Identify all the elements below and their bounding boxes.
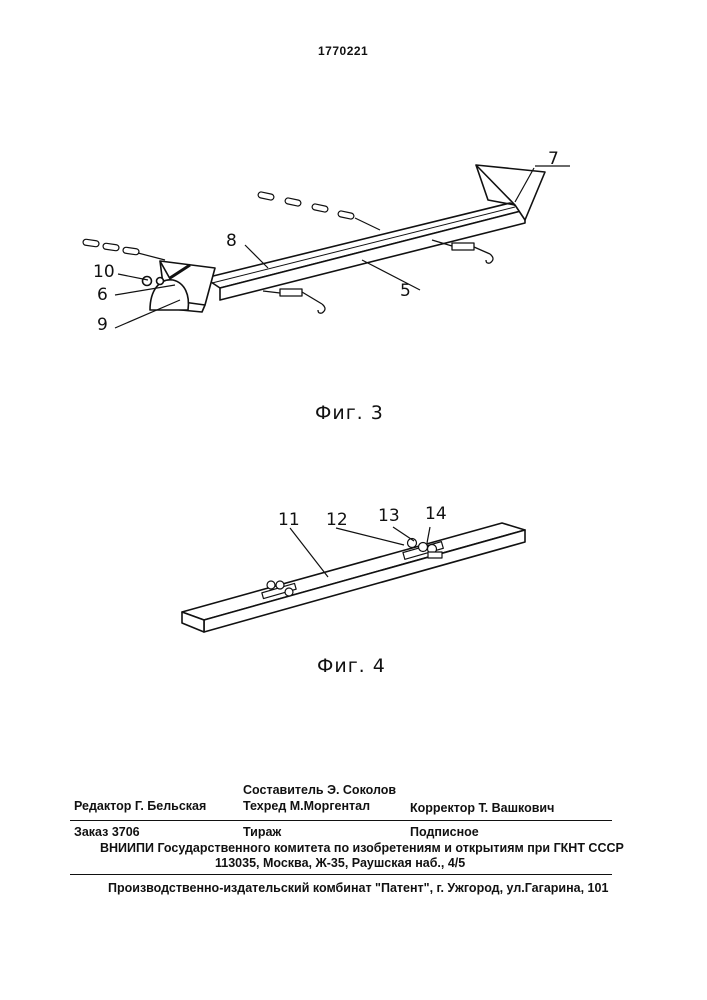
- label-11: 11: [278, 510, 300, 530]
- label-13: 13: [378, 506, 400, 526]
- pin-10-head: [143, 277, 152, 286]
- figure-4-caption: Фиг. 4: [317, 655, 386, 677]
- subscription-label: Подписное: [410, 825, 479, 839]
- publisher-line: Производственно-издательский комбинат "П…: [108, 881, 608, 895]
- figure-3-caption: Фиг. 3: [315, 402, 384, 424]
- order-number: Заказ 3706: [74, 825, 140, 839]
- beam-top-face: [205, 203, 525, 288]
- compiler-line: Составитель Э. Соколов: [243, 783, 396, 797]
- figure-4-drawing: 11 12 13 14: [0, 495, 707, 645]
- imprint-divider-top: [70, 820, 612, 821]
- circulation-label: Тираж: [243, 825, 281, 839]
- beam-front-face: [220, 210, 525, 300]
- proofreader-line: Корректор Т. Вашкович: [410, 801, 554, 815]
- spring-hook-1: [263, 289, 325, 313]
- institute-line: ВНИИПИ Государственного комитета по изоб…: [100, 841, 624, 855]
- label-5: 5: [400, 281, 411, 301]
- label-6: 6: [97, 285, 108, 305]
- label-10: 10: [93, 262, 115, 282]
- imprint-divider-bottom: [70, 874, 612, 875]
- label-9: 9: [97, 315, 108, 335]
- address-line: 113035, Москва, Ж-35, Раушская наб., 4/5: [215, 856, 465, 870]
- bar-front-face: [204, 530, 525, 632]
- tech-editor-line: Техред М.Моргентал: [243, 799, 370, 813]
- chain-left: [83, 239, 165, 260]
- bar-top-face: [182, 523, 525, 620]
- editor-line: Редактор Г. Бельская: [74, 799, 206, 813]
- chain-right: [258, 191, 380, 230]
- label-8: 8: [226, 231, 237, 251]
- figure-3-drawing: 7 8 10 6 9 5: [0, 150, 707, 350]
- label-12: 12: [326, 510, 348, 530]
- label-14: 14: [425, 504, 447, 524]
- patent-number: 1770221: [318, 44, 368, 58]
- label-7: 7: [548, 150, 559, 169]
